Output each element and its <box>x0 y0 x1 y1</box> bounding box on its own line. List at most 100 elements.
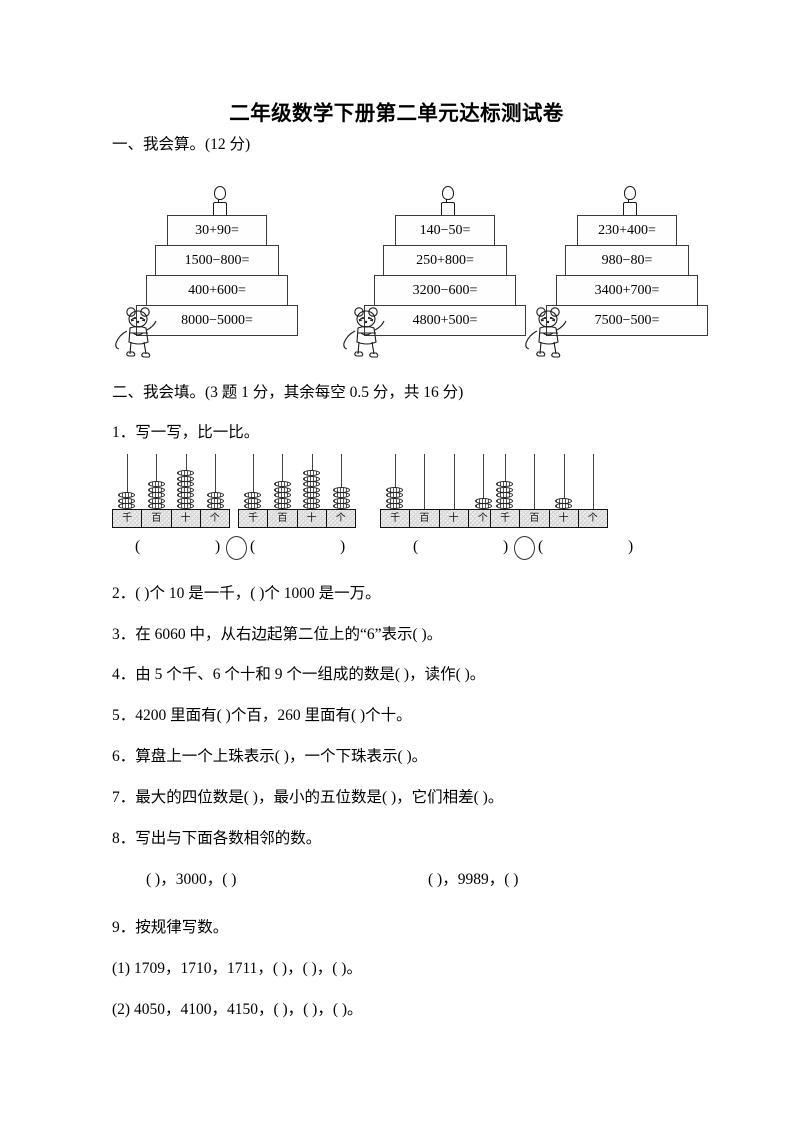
question-5[interactable]: 5．4200 里面有( )个百，260 里面有( )个十。 <box>112 707 412 724</box>
mouse-character-icon <box>115 307 157 358</box>
abacus-frame: 千 百 十 个 <box>490 509 608 528</box>
candle-drip-icon <box>213 212 227 216</box>
place-label-hundreds: 百 <box>142 510 172 527</box>
compare-answer-row: ( ) ( ) ( ) ( ) <box>0 536 793 566</box>
rod-wire <box>453 454 455 509</box>
bead <box>332 503 350 509</box>
place-label-hundreds: 百 <box>268 510 298 527</box>
rod-wire <box>341 454 343 509</box>
question-9-item-2[interactable]: (2) 4050，4100，4150，( )，( )，( )。 <box>112 1001 363 1018</box>
rod-wire <box>424 454 426 509</box>
abacus-rod-ones <box>201 452 231 509</box>
abacus-1: 千 百 十 个 <box>112 452 230 528</box>
abacus-rod-thousands <box>380 452 410 509</box>
bead <box>496 503 514 509</box>
comparison-circle-2[interactable] <box>514 536 535 560</box>
compare-blank-2-close[interactable]: ) <box>340 538 346 555</box>
bead <box>244 503 262 509</box>
mouse-character-icon <box>525 307 567 358</box>
cake-3: 230+400= 980−80= 3400+700= 7500−500= <box>522 186 732 364</box>
wick-icon <box>446 199 447 203</box>
question-4[interactable]: 4．由 5 个千、6 个十和 9 个一组成的数是( )，读作( )。 <box>112 666 486 683</box>
candle-icon <box>210 186 228 216</box>
bead <box>386 503 404 509</box>
place-label-thousands: 千 <box>239 510 269 527</box>
bead <box>118 503 136 509</box>
flame-icon <box>624 186 636 200</box>
cake-tier: 250+800= <box>383 245 507 276</box>
bead-stack <box>327 486 357 509</box>
abacus-2: 千 百 十 个 <box>238 452 356 528</box>
section-2-heading: 二、我会填。(3 题 1 分，其余每空 0.5 分，共 16 分) <box>112 384 464 401</box>
bead-stack <box>490 481 520 509</box>
abacus-rod-thousands <box>112 452 142 509</box>
compare-blank-3-close[interactable]: ) <box>503 538 509 555</box>
place-label-tens: 十 <box>550 510 579 527</box>
abacus-frame: 千 百 十 个 <box>238 509 356 528</box>
abacus-rod-ones <box>469 452 499 509</box>
bead-stack <box>201 492 231 509</box>
bead <box>555 503 573 509</box>
abacus-3: 千 百 十 个 <box>380 452 498 528</box>
cake-1: 30+90= 1500−800= 400+600= 8000−5000= <box>112 186 322 364</box>
question-2[interactable]: 2．( )个 10 是一千，( )个 1000 是一万。 <box>112 585 381 602</box>
place-label-thousands: 千 <box>381 510 411 527</box>
abacus-rods <box>112 452 230 509</box>
abacus-rod-tens <box>297 452 327 509</box>
wick-icon <box>218 199 219 203</box>
abacus-rod-ones <box>579 452 609 509</box>
flame-icon <box>214 186 226 200</box>
compare-blank-4-close[interactable]: ) <box>628 538 634 555</box>
question-6[interactable]: 6．算盘上一个上珠表示( )，一个下珠表示( )。 <box>112 748 428 765</box>
place-label-ones: 个 <box>477 513 488 524</box>
bead-stack <box>112 492 142 509</box>
question-7[interactable]: 7．最大的四位数是( )，最小的五位数是( )，它们相差( )。 <box>112 789 504 806</box>
candle-drip-icon <box>441 212 455 216</box>
compare-blank-2-open[interactable]: ( <box>250 538 256 555</box>
cake-tier: 4800+500= <box>364 305 526 336</box>
question-3[interactable]: 3．在 6060 中，从右边起第二位上的“6”表示( )。 <box>112 626 443 643</box>
abacus-4: 千 百 十 个 <box>490 452 608 528</box>
bead-stack <box>142 481 172 509</box>
bead-stack <box>469 497 499 509</box>
bead <box>147 503 165 509</box>
question-9-text: 9．按规律写数。 <box>112 919 229 936</box>
compare-blank-1-close[interactable]: ) <box>215 538 221 555</box>
question-8-row-left[interactable]: ( )，3000，( ) <box>146 871 237 888</box>
rod-wire <box>593 454 595 509</box>
cake-tier: 140−50= <box>395 215 495 246</box>
bead <box>177 503 195 509</box>
question-8-row-right[interactable]: ( )，9989，( ) <box>428 871 519 888</box>
cake-tier: 7500−500= <box>546 305 708 336</box>
abacus-rod-thousands <box>490 452 520 509</box>
place-label-ones: 个 <box>209 513 220 524</box>
cake-tier: 400+600= <box>146 275 288 306</box>
place-label-hundreds: 百 <box>520 510 550 527</box>
bead-stack <box>380 486 410 509</box>
abacus-rod-tens <box>439 452 469 509</box>
bead-stack <box>549 497 579 509</box>
bead <box>474 503 492 509</box>
comparison-circle-1[interactable] <box>226 536 247 560</box>
bead-stack <box>297 470 327 509</box>
abacus-rod-hundreds <box>410 452 440 509</box>
compare-blank-4-open[interactable]: ( <box>538 538 544 555</box>
place-label-hundreds: 百 <box>410 510 440 527</box>
flame-icon <box>442 186 454 200</box>
abacus-rod-tens <box>549 452 579 509</box>
candle-icon <box>438 186 456 216</box>
compare-blank-3-open[interactable]: ( <box>413 538 419 555</box>
rod-wire <box>483 454 485 509</box>
page-title: 二年级数学下册第二单元达标测试卷 <box>229 102 564 125</box>
question-9-item-1[interactable]: (1) 1709，1710，1711，( )，( )，( )。 <box>112 960 362 977</box>
place-label-tens: 十 <box>440 510 469 527</box>
abacus-rod-ones <box>327 452 357 509</box>
abacus-rods <box>490 452 608 509</box>
abacus-rod-thousands <box>238 452 268 509</box>
abacus-rod-hundreds <box>268 452 298 509</box>
rod-wire <box>252 454 254 509</box>
compare-blank-1-open[interactable]: ( <box>135 538 141 555</box>
cake-tier: 3200−600= <box>374 275 516 306</box>
wick-icon <box>628 199 629 203</box>
